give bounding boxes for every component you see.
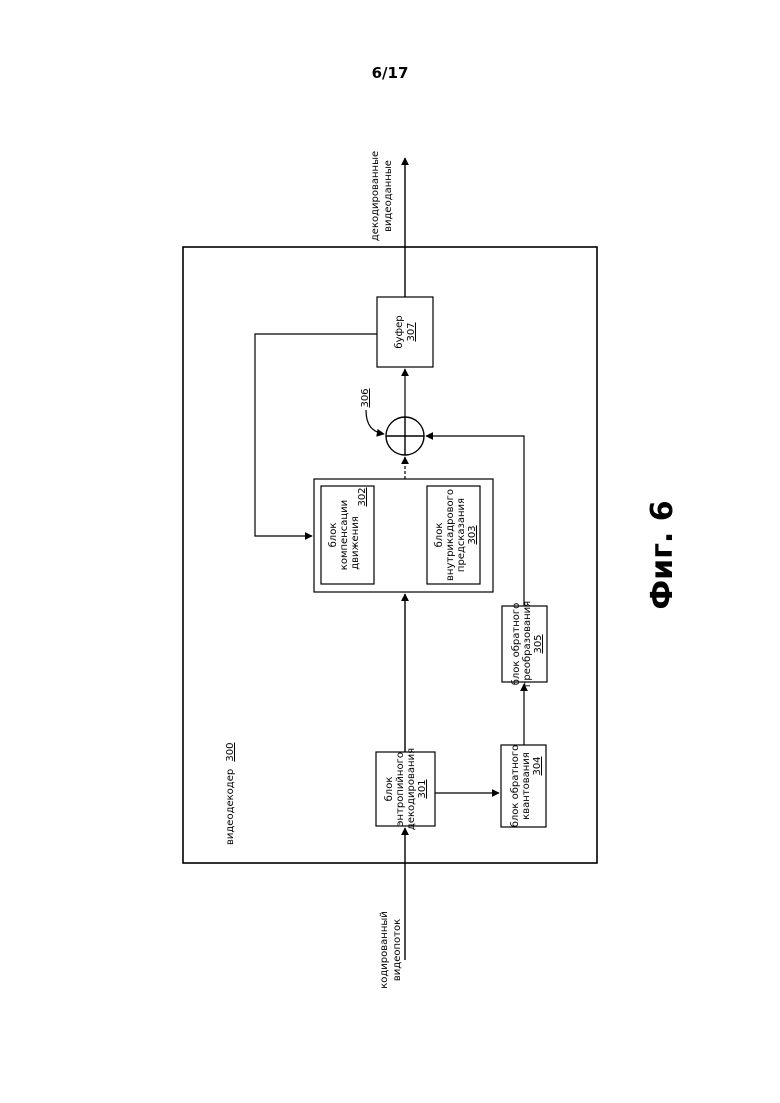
buffer-block (377, 297, 433, 367)
output-label-2: видеоданные (383, 160, 394, 232)
inv-quant-number: 304 (532, 756, 543, 775)
entropy-number: 301 (417, 779, 428, 798)
motion-comp-number: 302 (357, 487, 368, 506)
intra-pred-line1: блок (434, 523, 445, 548)
entropy-line1: блок (384, 777, 395, 802)
decoder-label: видеодекодер 300 (225, 743, 236, 846)
output-label-1: декодированные (370, 151, 381, 241)
input-label-2: видеопоток (392, 919, 403, 981)
motion-comp-line3: движения (350, 516, 361, 570)
motion-comp-line1: блок (328, 523, 339, 548)
entropy-line2: энтропийного (395, 752, 406, 826)
intra-pred-number: 303 (467, 525, 478, 544)
entropy-line3: декодирования (406, 748, 417, 830)
inv-transform-number: 305 (533, 634, 544, 653)
buffer-number: 307 (406, 322, 417, 341)
motion-comp-line2: компенсации (339, 500, 350, 570)
intra-pred-line3: предсказания (456, 498, 467, 572)
intra-pred-line2: внутрикадрового (445, 489, 456, 581)
input-label-1: кодированный (379, 911, 390, 989)
buffer-line1: буфер (394, 315, 405, 348)
inv-transform-line2: преобразования (522, 601, 533, 687)
figure-caption: Фиг. 6 (645, 500, 680, 609)
inv-quant-line2: квантования (521, 752, 532, 820)
inv-transform-line1: блок обратного (511, 603, 522, 686)
inv-quant-line1: блок обратного (510, 745, 521, 828)
summer-number: 306 (360, 388, 371, 407)
